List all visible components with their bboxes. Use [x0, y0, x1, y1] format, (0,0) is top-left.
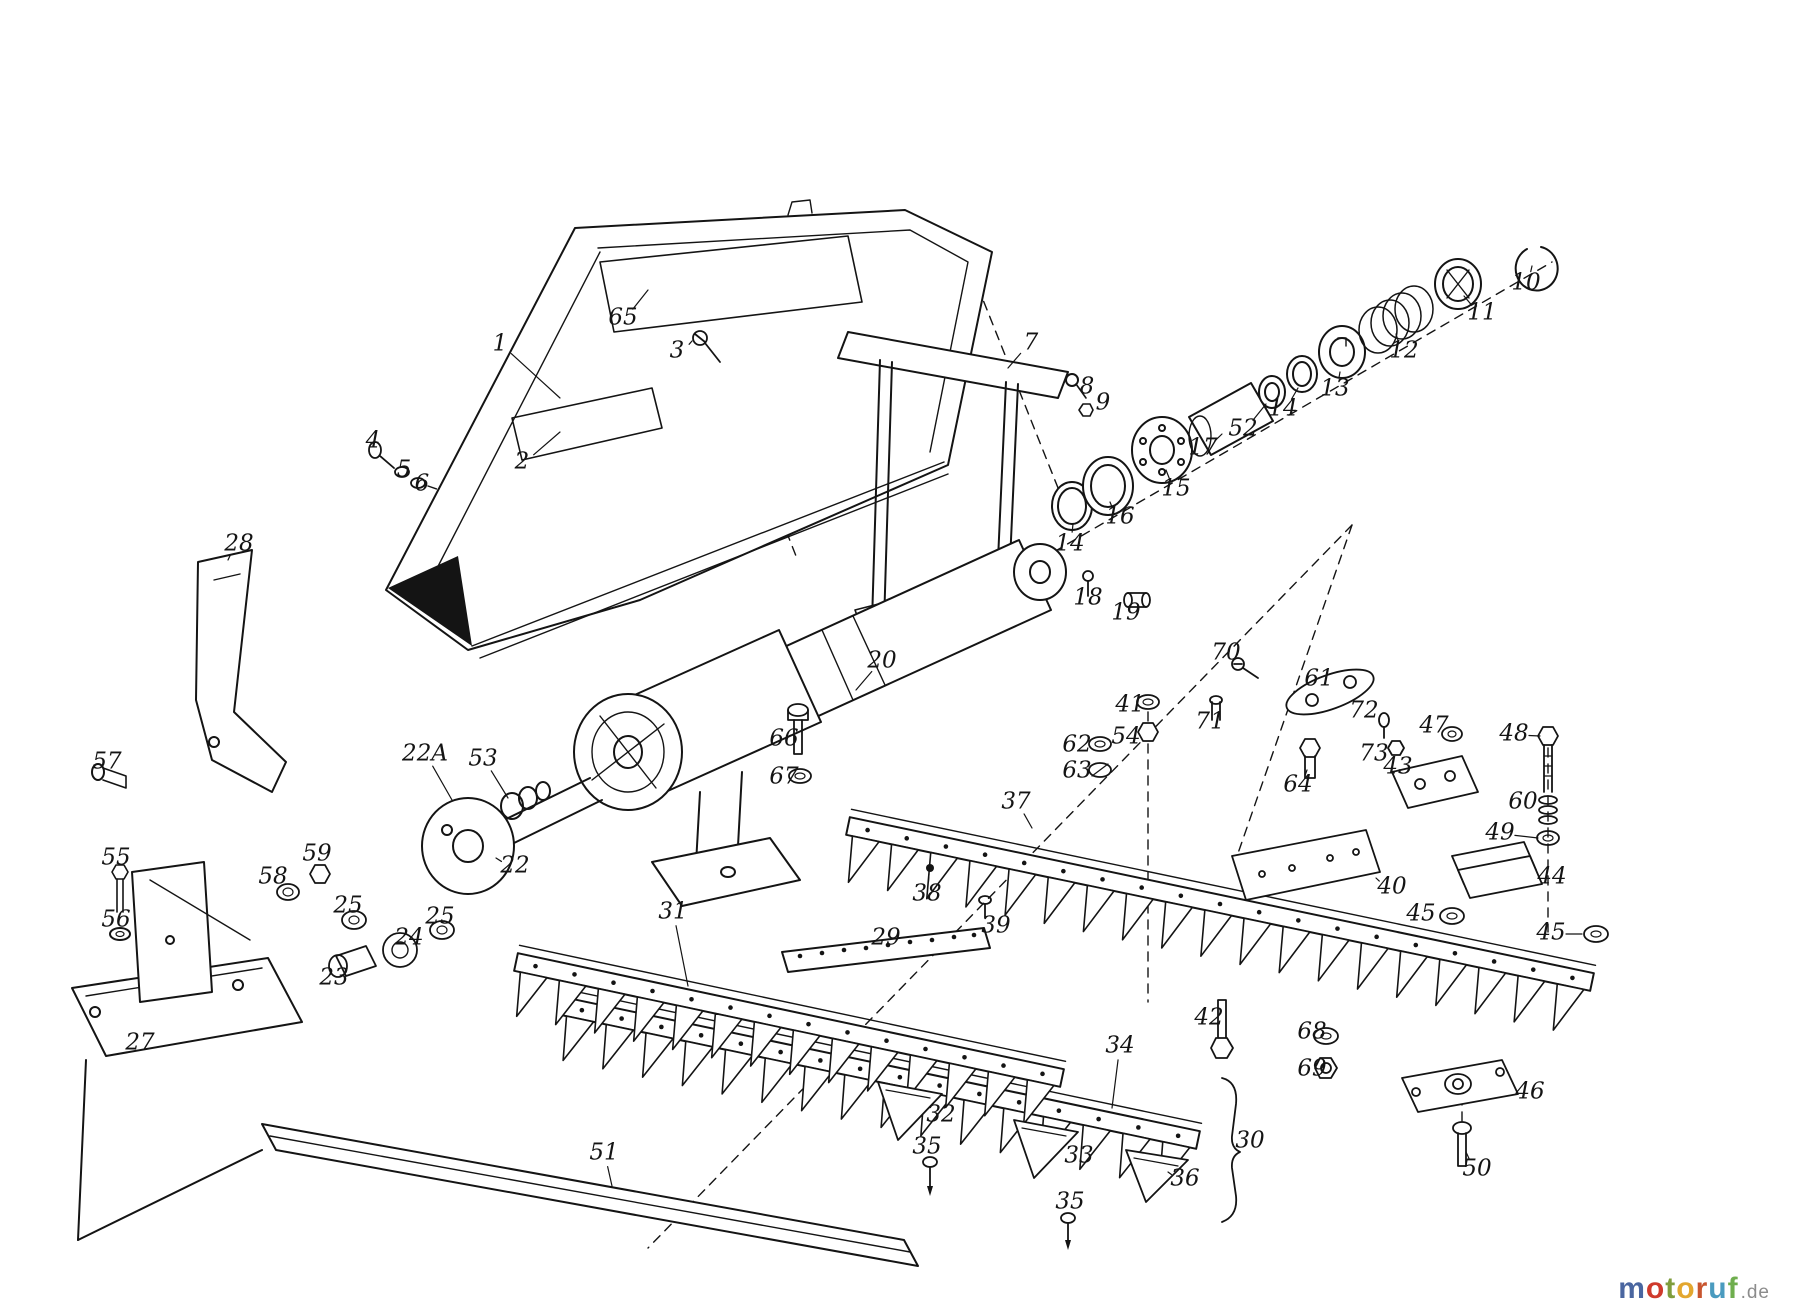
- site-logo: motoruf.de: [1618, 1272, 1770, 1306]
- knife-sections: [877, 864, 1189, 1250]
- clamp-bar-29: [781, 927, 991, 973]
- logo-letter: o: [1676, 1272, 1696, 1305]
- cutter-bar-37: [845, 808, 1597, 1031]
- logo-letter: o: [1645, 1272, 1666, 1305]
- site-logo-word: motoruf: [1618, 1272, 1738, 1305]
- logo-letter: m: [1618, 1272, 1646, 1305]
- logo-letter: r: [1695, 1272, 1709, 1305]
- left-mount-27: [71, 861, 303, 1057]
- leader-lines: [227, 265, 1583, 1187]
- mount-bolts-66-67: [787, 703, 812, 784]
- bearing-stack: [1051, 246, 1559, 531]
- logo-letter: t: [1665, 1272, 1677, 1305]
- left-bracket-28: [91, 549, 287, 793]
- lower-right-hardware: [1210, 999, 1519, 1223]
- site-logo-suffix: .de: [1740, 1282, 1770, 1303]
- logo-letter: f: [1727, 1272, 1739, 1305]
- logo-letter: u: [1708, 1272, 1728, 1305]
- pulley-hardware: [276, 864, 455, 978]
- right-hardware: [1088, 657, 1609, 943]
- deck-fasteners: [368, 330, 1151, 608]
- back-bar-51: [77, 1059, 919, 1267]
- cutter-bar-31: [513, 944, 1067, 1125]
- roller-assembly-20: [421, 539, 1067, 907]
- deck-housing: [385, 199, 993, 659]
